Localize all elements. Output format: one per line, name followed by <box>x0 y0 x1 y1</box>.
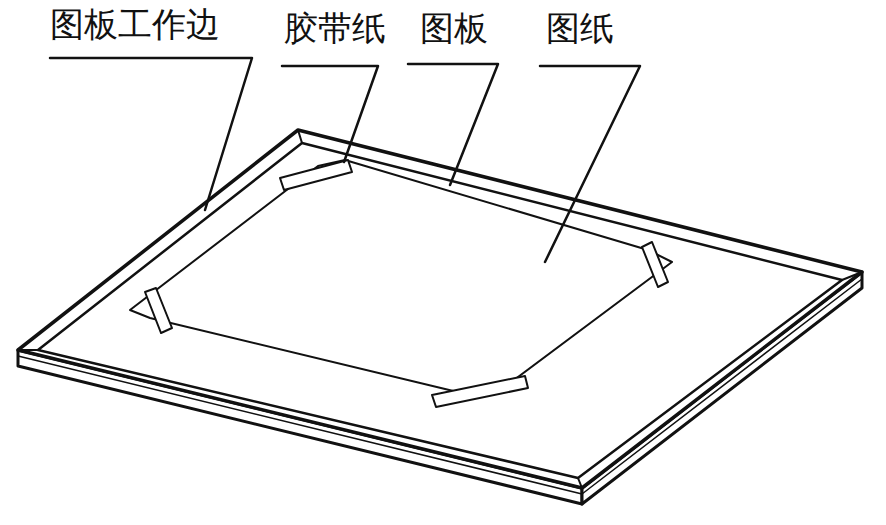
part-label: 胶带纸 <box>282 8 388 48</box>
board-top <box>18 130 862 488</box>
drawing-paper <box>130 160 672 395</box>
part-label: 图纸 <box>544 8 616 48</box>
board-frame <box>38 143 842 478</box>
tape-strips <box>145 160 668 407</box>
leader-lines <box>50 58 640 262</box>
part-label: 图板工作边 <box>48 4 222 44</box>
part-label: 图板 <box>418 8 490 48</box>
